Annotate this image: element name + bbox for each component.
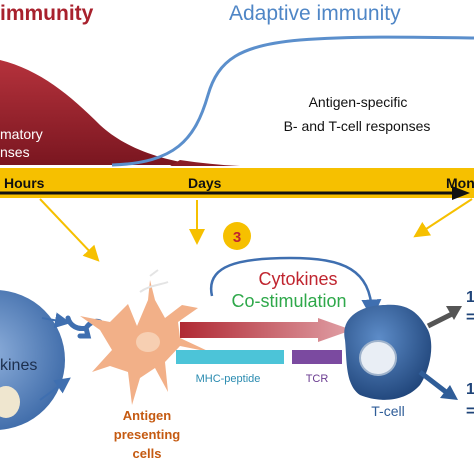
timeline-months: Mon [446,175,474,191]
apc-dendrite-wisp [139,281,169,293]
mhc-peptide-label: MHC-peptide [196,373,261,385]
t-cell-output-arrow-top [426,311,454,329]
costimulation-signal-arrow [180,318,352,342]
t-cell-label: T-cell [371,403,404,419]
apc-nucleus [136,332,160,352]
costimulation-label: Co-stimulation [231,291,346,311]
step-3-number: 3 [233,229,241,246]
apc-label-line3: cells [133,446,162,461]
t-cell-nucleus [359,340,397,376]
inflammatory-label-line1: matory [0,126,43,142]
adaptive-immunity-title: Adaptive immunity [229,2,401,25]
apc-label-line2: presenting [114,427,181,442]
tcr-bar [292,350,342,364]
timeline-days: Days [188,175,222,191]
inflammatory-response-area [0,60,200,165]
t-cell-output-arrowhead-top [446,306,462,320]
t-cell-output-arrow-bottom [418,370,448,394]
innate-cell-arrow-top [41,312,71,329]
outcome-top-sign: = [466,309,474,326]
adaptive-response-curve [111,35,474,167]
hours-pointer-arrow [39,198,100,262]
outcome-top-digit: 1 [466,289,474,306]
innate-cell-arrow-bottom [39,377,71,401]
outcome-bottom-sign: = [466,403,474,420]
inflammatory-tail [170,160,240,166]
innate-immunity-title: immunity [0,2,94,25]
outcome-bottom-digit: 1 [466,381,474,398]
innate-cell-label: kines [0,357,37,374]
step-3-badge [223,222,251,250]
apc-dendrite-wisp-2 [149,269,159,277]
adaptive-label-line1: Antigen-specific [309,94,408,110]
timeline-hours: Hours [4,175,45,191]
mhc-peptide-bar [176,350,284,364]
apc-label-line1: Antigen [123,408,171,423]
timeline-arrowhead [452,186,470,200]
inflammatory-label-line2: nses [0,144,30,160]
cytokines-label: Cytokines [258,269,337,289]
tcr-label: TCR [306,373,329,385]
months-pointer-arrow [413,198,473,238]
adaptive-label-line2: B- and T-cell responses [284,118,431,134]
innate-cell-nucleus [0,386,20,418]
t-cell-output-arrowhead-bottom [440,385,458,400]
cytokine-arrow [209,256,382,320]
